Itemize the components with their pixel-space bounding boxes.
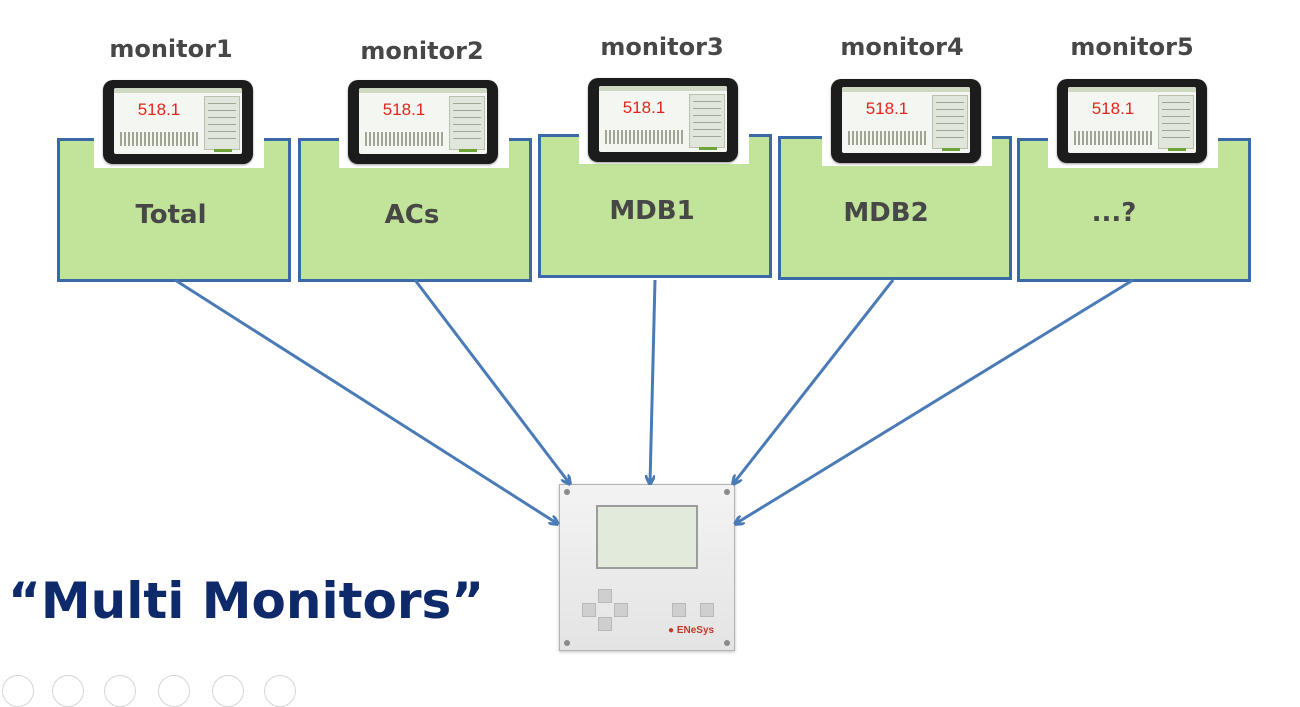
- screw-icon: [724, 489, 730, 495]
- monitor-label: monitor4: [840, 33, 964, 61]
- arrow-4: [733, 279, 895, 484]
- tablet-screen: 518.1: [842, 87, 970, 153]
- arrow-2: [413, 279, 570, 484]
- screw-icon: [564, 489, 570, 495]
- device-button-2: [700, 603, 714, 617]
- monitor-tablet: 518.1: [1057, 79, 1207, 163]
- box-label: ACs: [384, 200, 440, 230]
- device-button-1: [672, 603, 686, 617]
- dpad-right-button: [614, 603, 628, 617]
- box-label: ...?: [1091, 198, 1137, 228]
- monitor-tablet: 518.1: [831, 79, 981, 163]
- screw-icon: [564, 640, 570, 646]
- device-display: [596, 505, 698, 569]
- tablet-screen: 518.1: [114, 88, 242, 154]
- dpad-down-button: [598, 617, 612, 631]
- monitor-label: monitor2: [360, 37, 484, 65]
- box-label: MDB2: [843, 198, 929, 228]
- box-label: MDB1: [609, 196, 695, 226]
- power-reading: 518.1: [382, 100, 426, 119]
- energy-meter-device: ● ENeSys: [559, 484, 735, 651]
- screw-icon: [724, 640, 730, 646]
- device-brand-logo: ● ENeSys: [668, 625, 715, 636]
- power-reading: 518.1: [137, 100, 181, 119]
- tablet-screen: 518.1: [359, 88, 487, 154]
- monitor-label: monitor1: [109, 35, 233, 63]
- power-reading: 518.1: [622, 98, 666, 117]
- monitor-tablet: 518.1: [348, 80, 498, 164]
- power-reading: 518.1: [1091, 99, 1135, 118]
- monitor-label: monitor3: [600, 33, 724, 61]
- tablet-screen: 518.1: [599, 86, 727, 152]
- monitor-tablet: 518.1: [588, 78, 738, 162]
- arrow-5: [735, 278, 1134, 524]
- arrow-3: [650, 279, 657, 484]
- slide-title: “Multi Monitors”: [8, 572, 485, 630]
- monitor-tablet: 518.1: [103, 80, 253, 164]
- dpad-left-button: [582, 603, 596, 617]
- monitor-label: monitor5: [1070, 33, 1194, 61]
- tablet-screen: 518.1: [1068, 87, 1196, 153]
- power-reading: 518.1: [865, 99, 909, 118]
- dpad-up-button: [598, 589, 612, 603]
- box-label: Total: [135, 200, 207, 230]
- arrow-1: [174, 278, 558, 524]
